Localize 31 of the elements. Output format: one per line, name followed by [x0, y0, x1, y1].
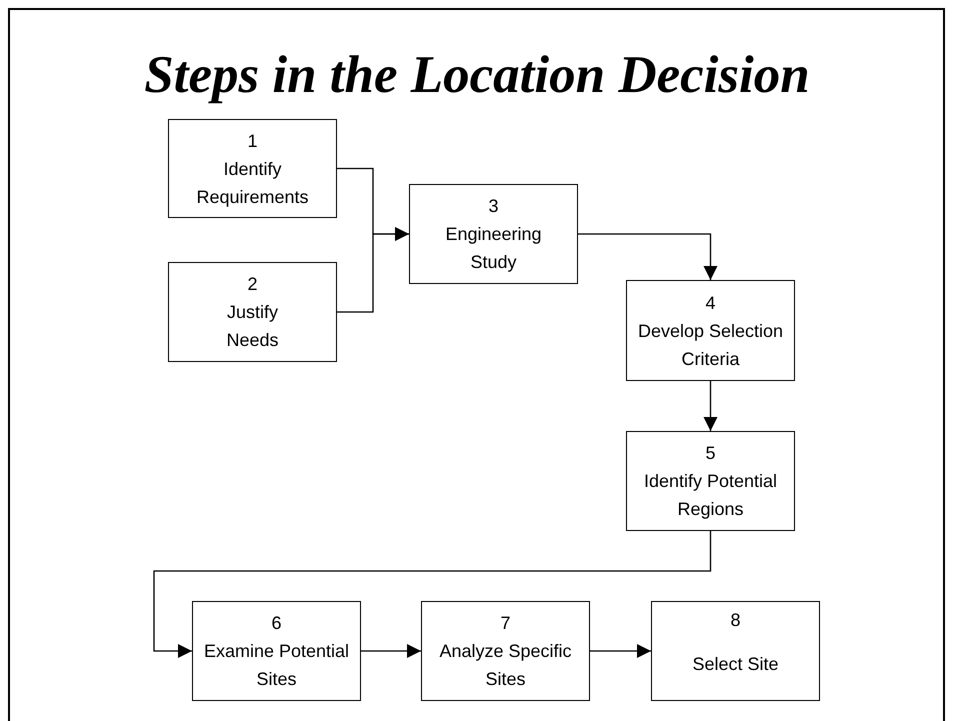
step-number: 2	[247, 273, 258, 296]
step-label: Develop Selection Criteria	[636, 320, 784, 370]
step-number: 7	[500, 612, 510, 635]
arrow	[590, 644, 651, 658]
step-label: Identify Requirements	[195, 158, 310, 209]
slide-title: Steps in the Location Decision	[143, 45, 811, 105]
process-box	[626, 431, 795, 531]
step-number: 8	[730, 609, 740, 632]
arrow	[153, 531, 712, 658]
process-box	[651, 601, 820, 701]
process-box	[168, 262, 337, 362]
process-box	[192, 601, 361, 701]
step-number: 5	[705, 442, 716, 465]
process-box	[409, 184, 578, 284]
step-label: Examine Potential Sites	[202, 640, 350, 691]
step-label: Engineering Study	[444, 223, 543, 274]
step-label: Analyze Specific Sites	[438, 640, 573, 691]
arrow	[337, 227, 409, 313]
step-label: Select Site	[692, 653, 779, 676]
arrow	[361, 644, 421, 658]
arrow	[704, 381, 718, 431]
process-box	[168, 119, 337, 218]
process-box	[421, 601, 590, 701]
step-number: 4	[705, 292, 716, 314]
process-box	[626, 280, 795, 381]
arrow	[578, 233, 718, 280]
step-number: 3	[488, 195, 498, 218]
step-number: 6	[271, 612, 282, 635]
step-label: Justify Needs	[225, 301, 280, 352]
step-label: Identify Potential Regions	[642, 470, 778, 521]
step-number: 1	[247, 130, 258, 152]
